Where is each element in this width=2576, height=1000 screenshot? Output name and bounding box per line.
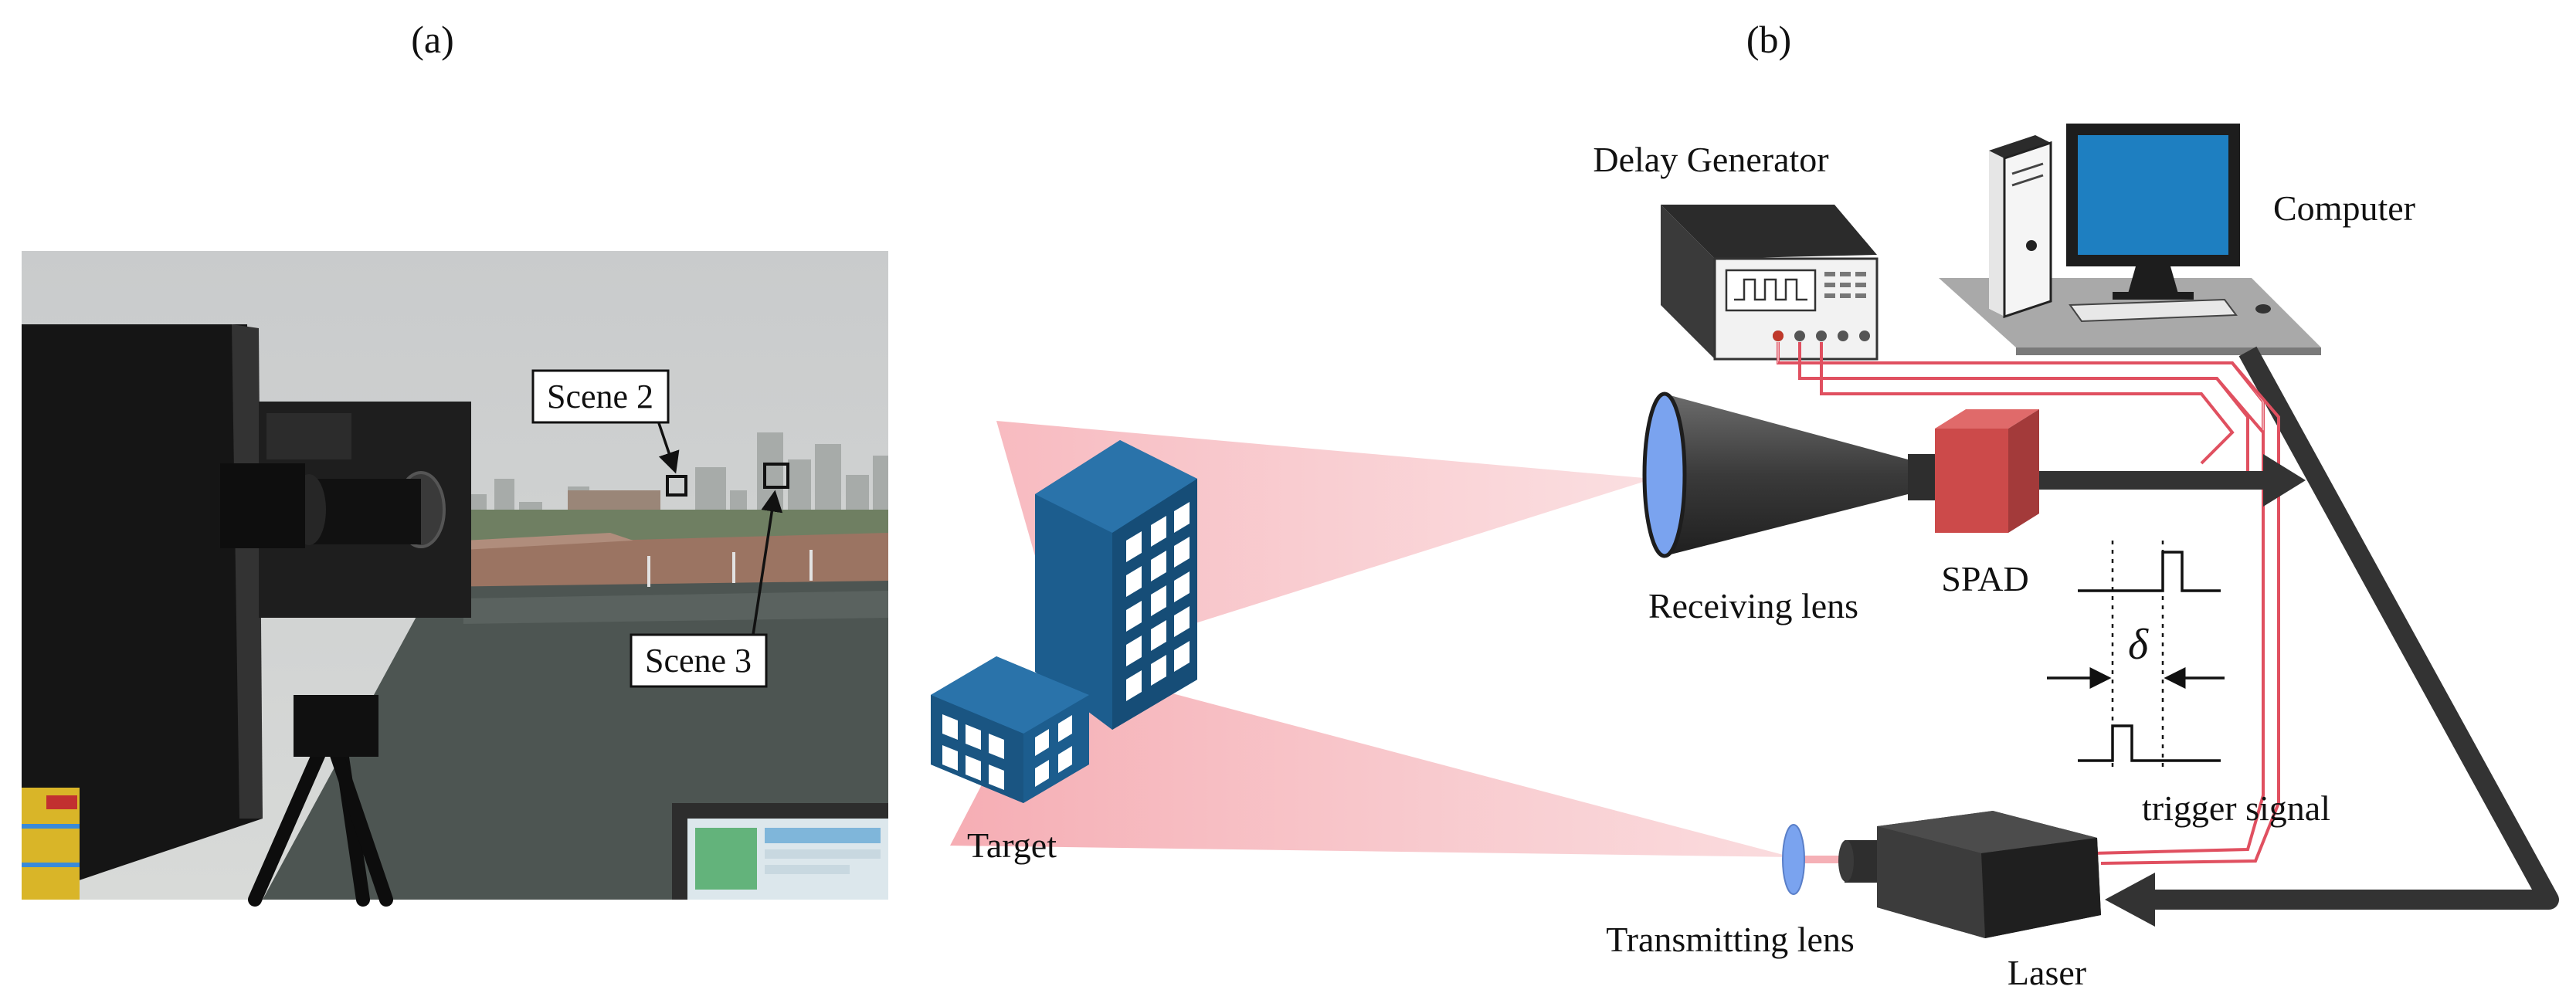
scene2-callout: Scene 2 bbox=[531, 369, 670, 424]
trigger-pulse bbox=[2078, 724, 2221, 762]
scene2-label: Scene 2 bbox=[547, 378, 653, 415]
laser-to-lens-beam bbox=[1792, 856, 1858, 863]
spad-output-arrow bbox=[2039, 454, 2306, 507]
laser-trigger-wire-b bbox=[1778, 361, 2280, 865]
scene3-label: Scene 3 bbox=[645, 642, 752, 680]
laser-device bbox=[1838, 811, 2101, 938]
scene3-marker bbox=[763, 463, 789, 489]
scene2-marker bbox=[666, 475, 687, 497]
scene3-arrow bbox=[752, 490, 783, 636]
delta-symbol: δ bbox=[2128, 621, 2149, 669]
transmitting-lens-glass bbox=[1782, 824, 1805, 895]
transmit-beam bbox=[950, 660, 1792, 857]
computer-laser-cable bbox=[2140, 346, 2559, 910]
trigger-signal-label: trigger signal bbox=[2142, 788, 2330, 828]
computer-label: Computer bbox=[2273, 188, 2415, 228]
transmitting-lens-label: Transmitting lens bbox=[1606, 920, 1855, 959]
rooftop-photo bbox=[22, 251, 888, 907]
target-label: Target bbox=[967, 825, 1057, 865]
target-building-icon bbox=[931, 440, 1197, 803]
detection-pulse bbox=[2078, 551, 2221, 592]
delay-generator-label: Delay Generator bbox=[1593, 140, 1828, 179]
panel-b-label: (b) bbox=[1746, 18, 1791, 61]
spad-label: SPAD bbox=[1941, 559, 2028, 598]
scene3-callout: Scene 3 bbox=[630, 633, 768, 688]
scene2-arrow bbox=[657, 420, 680, 474]
receiving-lens-assembly bbox=[1642, 392, 1962, 558]
spad-detector bbox=[1935, 409, 2039, 533]
delay-generator-device bbox=[1661, 205, 1879, 361]
laser-trigger-wire bbox=[1800, 377, 2265, 855]
computer-icon bbox=[1939, 124, 2321, 355]
timing-diagram bbox=[2047, 541, 2225, 772]
receiving-lens-label: Receiving lens bbox=[1648, 586, 1858, 625]
panel-a-label: (a) bbox=[411, 18, 454, 61]
trigger-wire-3 bbox=[1820, 342, 2235, 465]
receiving-lens-glass bbox=[1642, 392, 1687, 558]
laser-label: Laser bbox=[2008, 953, 2086, 992]
